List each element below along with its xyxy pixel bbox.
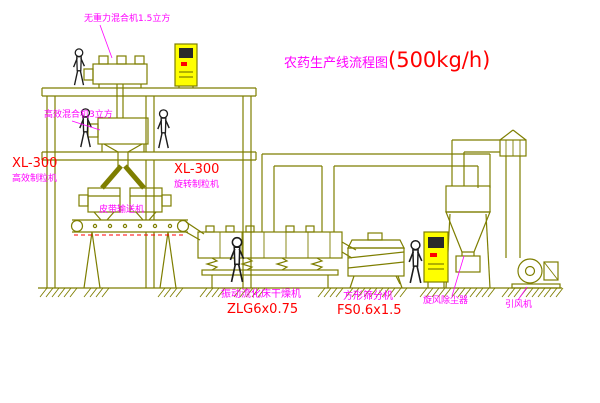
worker-figure (408, 239, 423, 284)
belt-conveyor (70, 219, 190, 289)
control-cabinet-right (423, 231, 449, 288)
exhaust-duct (261, 153, 491, 232)
label-gravity-free-mixer: 无重力混合机1.5立方 (84, 12, 170, 24)
model-granulator-right: XL-300 (174, 162, 219, 177)
diagram-title: 农药生产线流程图(500kg/h) (284, 48, 490, 72)
square-sifter (347, 232, 405, 289)
label-induced-draft-fan: 引风机 (505, 298, 532, 310)
label-high-efficiency-mixer: 高效混合机3立方 (44, 108, 113, 120)
model-fluid-bed-dryer: ZLG6x0.75 (227, 302, 298, 317)
label-fluid-bed-dryer: 振动流化床干燥机 (221, 287, 301, 300)
granulator-left (78, 187, 121, 221)
worker-figure (157, 109, 170, 149)
exhaust-stack (499, 129, 527, 258)
cabinet-indicator (430, 253, 437, 257)
label-square-sifter: 方形筛分机 (343, 289, 393, 302)
induced-draft-fan (511, 258, 561, 289)
label-belt-conveyor: 皮带输送机 (99, 203, 144, 215)
model-square-sifter: FS0.6x1.5 (337, 303, 402, 318)
diagram-title-name: 农药生产线流程图 (284, 56, 388, 71)
label-cyclone: 旋风除尘器 (423, 294, 468, 306)
high-efficiency-mixer (87, 117, 149, 190)
fluid-bed-dryer (185, 221, 357, 288)
label-granulator-right: 旋转制粒机 (174, 178, 219, 190)
cyclone-dust-collector (445, 139, 500, 289)
cabinet-screen (179, 48, 193, 58)
granulator-right (129, 187, 172, 221)
ground-hatching (39, 287, 564, 298)
leader-lines (71, 24, 528, 301)
worker-figure (72, 48, 86, 86)
control-cabinet-top (174, 43, 198, 88)
cabinet-indicator (181, 62, 187, 66)
model-granulator-left: XL-300 (12, 156, 57, 171)
gravity-free-mixer (83, 55, 148, 118)
cabinet-screen (428, 237, 444, 248)
label-granulator-left: 高效制粒机 (12, 172, 57, 184)
diagram-title-capacity: (500kg/h) (388, 48, 490, 72)
building-frame (41, 87, 257, 288)
